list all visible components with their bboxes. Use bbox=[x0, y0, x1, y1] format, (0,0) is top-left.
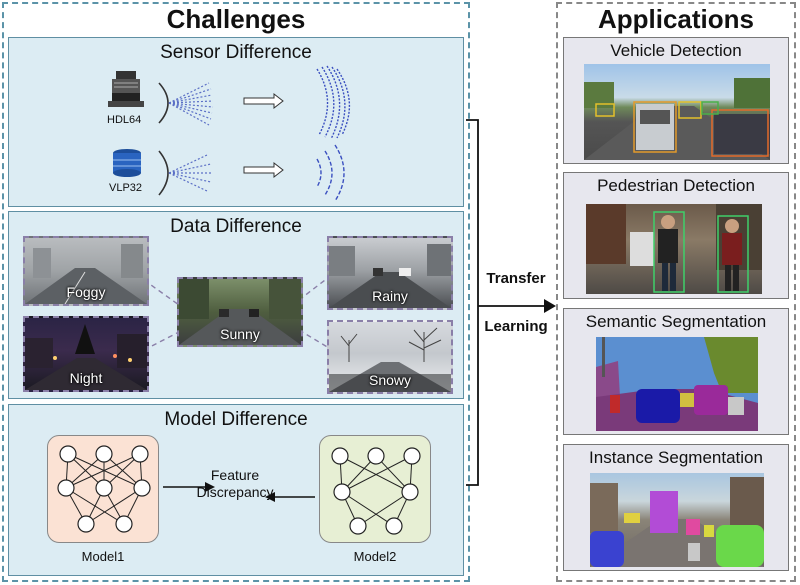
data-difference-panel: Data Difference Foggy Night bbox=[8, 211, 464, 399]
learning-label: Learning bbox=[484, 318, 548, 335]
model2-network-box bbox=[319, 435, 431, 543]
pedestrian-detection-title: Pedestrian Detection bbox=[597, 176, 755, 195]
feature-discrepancy-line2: Discrepancy bbox=[196, 484, 274, 500]
night-caption: Night bbox=[69, 370, 103, 386]
night-image: Night bbox=[23, 316, 149, 392]
model2-network-icon bbox=[331, 447, 421, 535]
foggy-caption: Foggy bbox=[66, 284, 106, 300]
lidar-hdl64-icon bbox=[108, 71, 144, 107]
vehicle-detection-image bbox=[584, 64, 770, 160]
transfer-label: Transfer bbox=[486, 270, 546, 287]
snowy-caption: Snowy bbox=[368, 372, 412, 388]
lidar-vlp32-icon bbox=[113, 149, 141, 177]
sensor-difference-panel: Sensor Difference HDL64 VLP32 bbox=[8, 37, 464, 207]
challenges-title: Challenges bbox=[166, 4, 306, 34]
semantic-segmentation-title: Semantic Segmentation bbox=[585, 312, 767, 331]
instance-segmentation-card: Instance Segmentation bbox=[563, 444, 789, 571]
rainy-image: Rainy bbox=[327, 236, 453, 310]
model1-label: Model1 bbox=[81, 549, 125, 564]
pedestrian-detection-image bbox=[586, 204, 762, 294]
model-difference-title: Model Difference bbox=[164, 409, 308, 430]
snowy-image: Snowy bbox=[327, 320, 453, 394]
data-connectors bbox=[143, 276, 330, 351]
model-difference-panel: Model Difference Model1 bbox=[8, 404, 464, 576]
vehicle-detection-title: Vehicle Detection bbox=[610, 41, 742, 60]
sensor-beams-illustration bbox=[158, 65, 351, 202]
sensor-hdl64-label: HDL64 bbox=[107, 114, 142, 126]
feature-discrepancy-line1: Feature bbox=[210, 467, 260, 483]
model2-label: Model2 bbox=[353, 549, 397, 564]
sunny-caption: Sunny bbox=[220, 326, 260, 342]
model1-network-box bbox=[47, 435, 159, 543]
feature-discrepancy-arrows bbox=[163, 482, 315, 502]
transfer-bracket bbox=[466, 119, 556, 486]
sunny-image: Sunny bbox=[177, 277, 303, 347]
sensor-vlp32-label: VLP32 bbox=[109, 182, 143, 194]
transfer-learning-label: Transfer Learning bbox=[474, 270, 558, 336]
model1-network-icon bbox=[57, 445, 151, 533]
rainy-caption: Rainy bbox=[372, 288, 408, 304]
data-difference-title: Data Difference bbox=[170, 216, 302, 237]
foggy-image: Foggy bbox=[23, 236, 149, 306]
challenges-frame bbox=[2, 2, 470, 582]
semantic-segmentation-card: Semantic Segmentation bbox=[563, 308, 789, 435]
applications-frame bbox=[556, 2, 796, 582]
pedestrian-detection-card: Pedestrian Detection bbox=[563, 172, 789, 299]
vehicle-detection-card: Vehicle Detection bbox=[563, 37, 789, 164]
instance-segmentation-image bbox=[590, 473, 764, 567]
instance-segmentation-title: Instance Segmentation bbox=[589, 448, 763, 467]
sensor-difference-title: Sensor Difference bbox=[160, 42, 312, 63]
semantic-segmentation-image bbox=[596, 337, 758, 431]
feature-discrepancy-label: Feature Discrepancy bbox=[185, 467, 285, 501]
applications-title: Applications bbox=[597, 4, 754, 34]
